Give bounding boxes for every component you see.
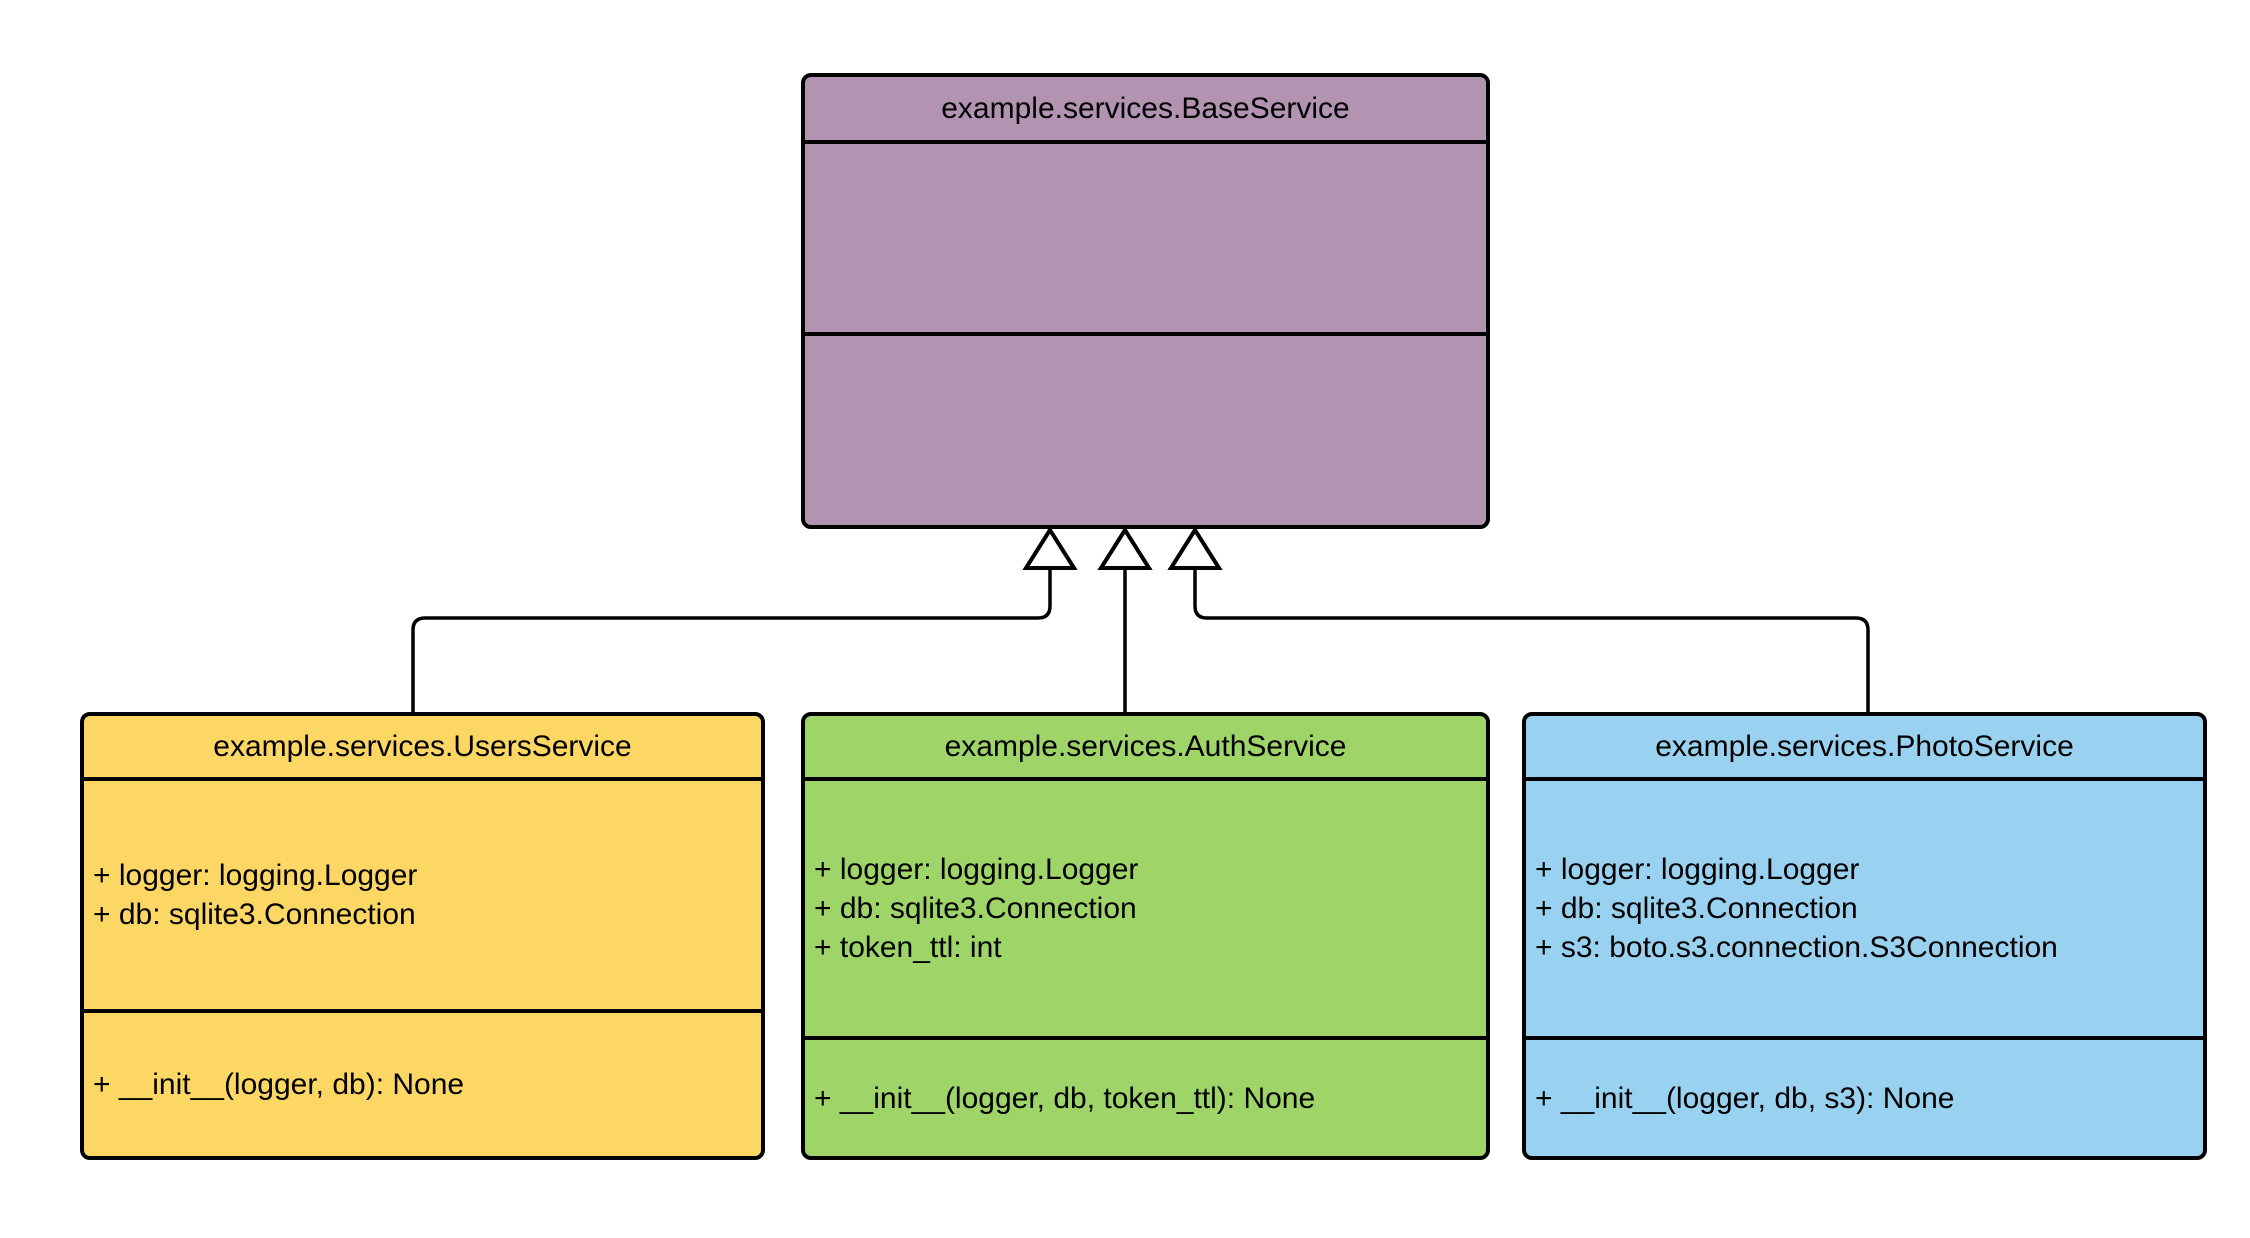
inheritance-arrowhead-icon (1022, 526, 1078, 570)
methods-compartment (805, 336, 1486, 525)
attribute-line: + logger: logging.Logger (814, 853, 1139, 886)
attributes-compartment: + logger: logging.Logger + db: sqlite3.C… (805, 781, 1486, 1040)
attribute-line: + db: sqlite3.Connection (1535, 892, 1858, 925)
attribute-line: + token_ttl: int (814, 931, 1002, 964)
inheritance-arrowhead-icon (1167, 526, 1223, 570)
class-title: example.services.UsersService (84, 716, 761, 781)
class-box-photo-service: example.services.PhotoService + logger: … (1522, 712, 2207, 1160)
inheritance-arrowhead-icon (1097, 526, 1153, 570)
method-line: + __init__(logger, db): None (93, 1068, 465, 1101)
method-line: + __init__(logger, db, s3): None (1535, 1081, 1955, 1115)
class-box-users-service: example.services.UsersService + logger: … (80, 712, 765, 1160)
attribute-line: + s3: boto.s3.connection.S3Connection (1535, 931, 2058, 964)
attributes-compartment: + logger: logging.Logger + db: sqlite3.C… (84, 781, 761, 1013)
attribute-line: + logger: logging.Logger (1535, 853, 1860, 886)
class-title: example.services.AuthService (805, 716, 1486, 781)
attributes-compartment (805, 144, 1486, 336)
inheritance-edge-auth-to-base (1097, 526, 1153, 716)
class-title: example.services.BaseService (805, 77, 1486, 144)
methods-compartment: + __init__(logger, db, token_ttl): None (805, 1040, 1486, 1156)
class-title: example.services.PhotoService (1526, 716, 2203, 781)
inheritance-edge-users-to-base (411, 526, 1078, 716)
class-box-base-service: example.services.BaseService (801, 73, 1490, 529)
class-box-auth-service: example.services.AuthService + logger: l… (801, 712, 1490, 1160)
inheritance-connector-line (411, 566, 1052, 716)
methods-compartment: + __init__(logger, db): None (84, 1013, 761, 1156)
attribute-line: + db: sqlite3.Connection (93, 898, 416, 931)
inheritance-connector-line (1193, 566, 1870, 716)
attribute-line: + logger: logging.Logger (93, 859, 418, 892)
inheritance-edge-photo-to-base (1167, 526, 1870, 716)
attribute-line: + db: sqlite3.Connection (814, 892, 1137, 925)
methods-compartment: + __init__(logger, db, s3): None (1526, 1040, 2203, 1156)
attributes-compartment: + logger: logging.Logger + db: sqlite3.C… (1526, 781, 2203, 1040)
method-line: + __init__(logger, db, token_ttl): None (814, 1081, 1316, 1115)
